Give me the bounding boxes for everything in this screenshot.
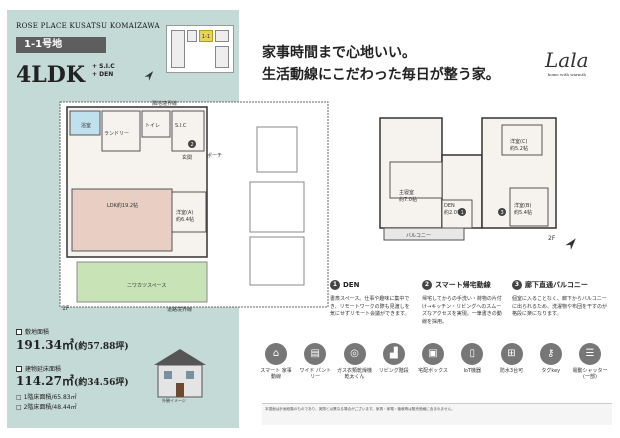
equipment-smart-home: ⌂スマート 家事動線	[258, 343, 294, 380]
headline-line-1: 家事時間まで心地いい。	[262, 45, 416, 61]
keyplan-block	[171, 30, 185, 68]
house-exterior-illustration: 外観イメージ	[154, 349, 206, 403]
svg-text:約7.0帖: 約7.0帖	[399, 196, 417, 203]
equipment-pantry: ▤ワイド パントリー	[297, 343, 333, 380]
window-icon: ⊞	[500, 343, 523, 365]
feature-number: 3	[512, 280, 522, 290]
equipment-dryer: ◎ガス衣類乾燥機 乾太くん	[337, 343, 373, 380]
svg-text:主寝室: 主寝室	[399, 189, 414, 196]
equipment-iot: ▯IoT機器	[454, 343, 490, 380]
headline-line-2: 生活動線にこだわった毎日が整う家。	[262, 67, 500, 83]
legend-note: 本図面は計画段階のものであり、実際とは異なる場合がございます。家具・家電・植栽等…	[262, 403, 612, 425]
keyplan-block	[215, 46, 229, 68]
land-area-value: 191.34㎡(約57.88坪)	[16, 338, 129, 352]
layout-extra-den: + DEN	[92, 71, 114, 78]
site-plan-1f: 2 浴室 ランドリー トイレ S.I.C 玄関 ポーチ LDK約19.2帖 洋室…	[59, 100, 329, 312]
svg-text:洋室(C): 洋室(C)	[510, 138, 527, 145]
svg-text:3: 3	[501, 210, 504, 216]
feature-desc: 書斎スペース。仕事や趣味に集中でき、リモートワークの際も見渡しを気にせずリモート…	[330, 296, 410, 317]
svg-text:トイレ: トイレ	[145, 123, 160, 129]
feature-title: スマート帰宅動線	[435, 281, 491, 289]
box-icon: ▣	[422, 343, 444, 365]
svg-text:隣地境界線: 隣地境界線	[152, 100, 177, 107]
ldk-room	[71, 188, 173, 252]
keyplan-block	[215, 30, 229, 42]
svg-text:玄関: 玄関	[182, 154, 192, 161]
floor-area-label: 建物延床面積	[16, 364, 61, 373]
svg-text:洋室(B): 洋室(B)	[514, 202, 531, 209]
room-label-bath: 浴室	[81, 122, 91, 129]
equipment-living-stairs: ▟リビング階段	[376, 343, 412, 380]
land-area-label: 敷地面積	[16, 327, 49, 336]
equipment-key: ⚷タグkey	[533, 343, 569, 380]
checkbox-icon	[16, 365, 22, 372]
svg-text:2F: 2F	[548, 235, 556, 242]
feature-desc: 帰宅してからの手洗い・荷物の片付け→キッチン・リビングへのスムーズなアクセスを実…	[422, 296, 502, 325]
logo-tagline: home with warmth	[547, 72, 586, 77]
svg-text:ポーチ: ポーチ	[207, 152, 222, 159]
feature-title: 廊下直通バルコニー	[525, 281, 588, 289]
svg-text:LDK約19.2帖: LDK約19.2帖	[107, 202, 138, 209]
shutter-icon: ☰	[579, 343, 601, 365]
svg-text:約5.2帖: 約5.2帖	[510, 145, 528, 152]
dryer-icon: ◎	[343, 343, 366, 365]
key-plan: 1-1	[166, 25, 234, 73]
north-arrow-icon	[144, 71, 154, 81]
layout-type: 4LDK	[16, 62, 85, 88]
logo-script: Lala	[545, 48, 589, 72]
layout-extra-sic: + S.I.C	[92, 63, 115, 70]
svg-text:道路境界線: 道路境界線	[167, 306, 192, 312]
svg-text:洋室(A): 洋室(A)	[176, 209, 193, 216]
laundry-room	[101, 110, 141, 152]
floor-plan-2f: 1 3 主寝室 約7.0帖 DEN 約2.0帖 洋室(C) 約5.2帖 洋室(B…	[379, 117, 557, 242]
house-label: 外観イメージ	[162, 397, 186, 403]
svg-text:ランドリー: ランドリー	[104, 131, 129, 137]
headline: 家事時間まで心地いい。 生活動線にこだわった毎日が整う家。	[262, 42, 500, 86]
brand-name: ROSE PLACE KUSATSU KOMAIZAWA	[16, 22, 160, 30]
svg-text:バルコニー: バルコニー	[406, 233, 431, 239]
svg-text:1: 1	[461, 210, 464, 216]
home-icon: ⌂	[265, 343, 287, 365]
layout-extras: + S.I.C + DEN	[92, 63, 115, 79]
stairs-icon: ▟	[382, 343, 405, 365]
keyplan-highlight: 1-1	[199, 30, 213, 42]
svg-text:約6.4帖: 約6.4帖	[176, 216, 194, 223]
feature-title: DEN	[343, 281, 360, 289]
keyplan-block	[187, 30, 197, 42]
svg-text:1F: 1F	[62, 305, 70, 312]
pantry-icon: ▤	[304, 343, 327, 365]
lot-number: 1-1号地	[16, 37, 106, 53]
north-arrow-icon	[565, 238, 576, 250]
smartphone-icon: ▯	[461, 343, 484, 365]
western-a-room	[171, 191, 207, 233]
key-icon: ⚷	[539, 343, 562, 365]
svg-text:約5.4帖: 約5.4帖	[514, 209, 532, 216]
floor-area-value: 114.27㎡(約34.56坪)	[16, 374, 129, 388]
equipment-shutter: ☰電動シャッター (一部)	[572, 343, 608, 380]
bath-room	[69, 110, 101, 136]
svg-text:S.I.C: S.I.C	[175, 123, 187, 129]
svg-text:DEN: DEN	[444, 203, 455, 209]
svg-text:ニワカツスペース: ニワカツスペース	[127, 283, 166, 289]
first-floor-area: □ 1階床面積/65.83㎡	[16, 394, 77, 401]
equipment-icons: ⌂スマート 家事動線 ▤ワイド パントリー ◎ガス衣類乾燥機 乾太くん ▟リビン…	[258, 343, 608, 380]
equipment-window: ⊞防水3台可	[494, 343, 530, 380]
checkbox-icon	[16, 328, 22, 335]
feature-number: 2	[422, 280, 432, 290]
feature-number: 1	[330, 280, 340, 290]
svg-text:2: 2	[191, 142, 194, 148]
second-floor-area: □ 2階床面積/48.44㎡	[16, 404, 77, 411]
svg-text:約2.0帖: 約2.0帖	[444, 209, 462, 216]
feature-desc: 個室に入ることなく、廊下からバルコニーに出られるため、洗濯物や布団を干すのが格段…	[512, 296, 608, 317]
equipment-delivery-box: ▣宅配ボックス	[415, 343, 451, 380]
brand-logo: Lala home with warmth	[545, 50, 589, 77]
